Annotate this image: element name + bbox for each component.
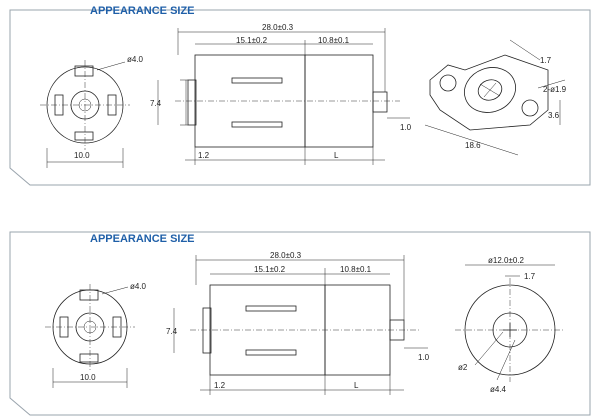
panel-2-end-view: ø12.0±0.2 1.7 ø2 ø4.4 bbox=[455, 256, 565, 394]
panel-2-frame bbox=[9, 231, 591, 416]
panel-2-front-view: ø4.0 10.0 bbox=[45, 282, 147, 388]
p2-side-shaft: 1.0 bbox=[418, 353, 430, 362]
panel-1-frame bbox=[9, 9, 591, 186]
p1-side-total-length: 28.0±0.3 bbox=[262, 23, 294, 32]
p1-iso-b: 2-ø1.9 bbox=[543, 85, 567, 94]
p1-front-pin-dia: ø4.0 bbox=[127, 55, 144, 64]
p2-side-height: 7.4 bbox=[166, 327, 178, 336]
p1-side-right-dim: L bbox=[334, 151, 339, 160]
p2-side-total-length: 28.0±0.3 bbox=[270, 251, 302, 260]
p2-side-right-dim: L bbox=[354, 381, 359, 390]
p1-iso-a: 1.7 bbox=[540, 56, 552, 65]
p2-end-b: ø2 bbox=[458, 363, 468, 372]
panel-1-side-view: 28.0±0.3 15.1±0.2 10.8±0.1 7.4 1.2 L 1.0 bbox=[150, 23, 412, 165]
panel-2-title: APPEARANCE SIZE bbox=[90, 233, 195, 245]
p2-side-cap-length: 10.8±0.1 bbox=[340, 265, 372, 274]
p1-side-left-dim: 1.2 bbox=[198, 151, 210, 160]
p1-iso-d: 18.6 bbox=[465, 141, 481, 150]
p1-front-width: 10.0 bbox=[74, 151, 90, 160]
p1-side-body-length: 15.1±0.2 bbox=[236, 36, 268, 45]
panel-1: APPEARANCE SIZE ø4.0 10.0 bbox=[9, 5, 591, 186]
panel-1-iso-view: 1.7 2-ø1.9 3.6 18.6 bbox=[424, 39, 567, 156]
p2-front-width: 10.0 bbox=[80, 373, 96, 382]
panel-1-title: APPEARANCE SIZE bbox=[90, 5, 195, 17]
panel-2: APPEARANCE SIZE ø4.0 10.0 bbox=[9, 231, 591, 416]
p2-end-c: ø4.4 bbox=[490, 385, 507, 394]
p2-side-body-length: 15.1±0.2 bbox=[254, 265, 286, 274]
p2-end-a: 1.7 bbox=[524, 272, 536, 281]
p1-side-height: 7.4 bbox=[150, 99, 162, 108]
panel-1-front-view: ø4.0 10.0 bbox=[40, 55, 144, 168]
p2-side-left-dim: 1.2 bbox=[214, 381, 226, 390]
p1-side-shaft: 1.0 bbox=[400, 123, 412, 132]
p1-side-cap-length: 10.8±0.1 bbox=[318, 36, 350, 45]
panel-2-side-view: 28.0±0.3 15.1±0.2 10.8±0.1 7.4 1.2 L 1.0 bbox=[166, 251, 430, 395]
p1-iso-c: 3.6 bbox=[548, 111, 560, 120]
p2-front-pin-dia: ø4.0 bbox=[130, 282, 147, 291]
p2-end-dia: ø12.0±0.2 bbox=[488, 256, 525, 265]
